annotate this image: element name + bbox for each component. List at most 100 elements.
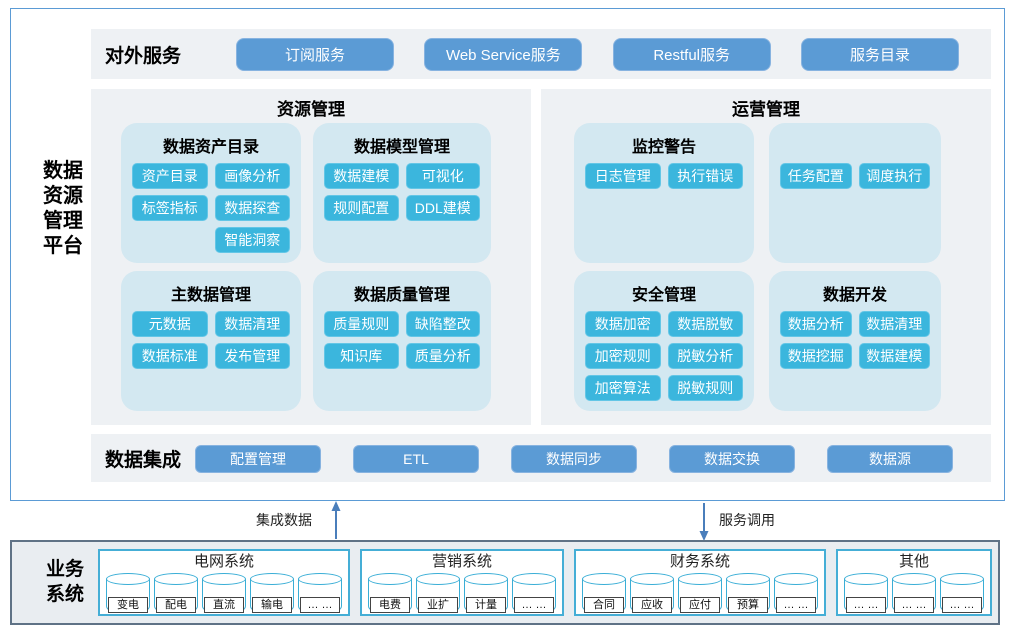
platform-title-line: 数据 bbox=[43, 160, 83, 182]
external-services-label: 对外服务 bbox=[105, 45, 182, 67]
system-box: 营销系统 电费 bbox=[360, 549, 564, 616]
operation-management-groups: 监控警告 日志管理执行错误 任务配置调度执行 安全管理 bbox=[574, 123, 941, 411]
service-chip: 服务目录 bbox=[800, 38, 959, 71]
database-label: … … bbox=[846, 597, 886, 613]
integrate-data-label: 集成数据 bbox=[256, 512, 312, 528]
database-icon: 输电 bbox=[250, 573, 294, 615]
module-chip-grid: 元数据数据清理数据标准发布管理 bbox=[121, 311, 301, 369]
module-chip: 缺陷整改 bbox=[405, 311, 480, 337]
database-row: 合同 应收 应付 bbox=[582, 573, 818, 615]
module-group: 主数据管理 元数据数据清理数据标准发布管理 bbox=[121, 271, 301, 411]
module-group-title: 主数据管理 bbox=[170, 287, 251, 304]
database-icon: 应收 bbox=[630, 573, 674, 615]
database-icon-top bbox=[154, 573, 198, 585]
resource-management-title: 资源管理 bbox=[277, 100, 345, 119]
module-group-title: 数据模型管理 bbox=[353, 139, 450, 156]
database-label: 变电 bbox=[108, 597, 148, 613]
module-chip: 数据清理 bbox=[214, 311, 290, 337]
module-chip-grid: 数据分析数据清理数据挖掘数据建模 bbox=[769, 311, 941, 369]
module-group-title: 数据开发 bbox=[822, 287, 887, 304]
platform-title-line: 管理 bbox=[43, 210, 83, 232]
database-icon-top bbox=[464, 573, 508, 585]
database-icon: 配电 bbox=[154, 573, 198, 615]
external-service-chip-row: 订阅服务 Web Service服务 Restful服务服务目录 bbox=[236, 38, 959, 71]
database-icon-top bbox=[298, 573, 342, 585]
data-integration-chip-row: 配置管理 ETL 数据同步 数据交换 数据源 bbox=[195, 445, 953, 473]
module-chip: 规则配置 bbox=[324, 195, 399, 221]
module-chip: 质量规则 bbox=[324, 311, 399, 337]
database-label: 业扩 bbox=[418, 597, 458, 613]
database-label: 应付 bbox=[680, 597, 720, 613]
database-icon-top bbox=[202, 573, 246, 585]
service-call-label: 服务调用 bbox=[719, 512, 775, 528]
module-chip: 数据建模 bbox=[324, 163, 399, 189]
database-label: 直流 bbox=[204, 597, 244, 613]
module-chip: 画像分析 bbox=[214, 163, 290, 189]
module-chip: DDL建模 bbox=[405, 195, 480, 221]
module-group-title: 安全管理 bbox=[631, 287, 696, 304]
module-chip-grid: 资产目录画像分析标签指标数据探查智能洞察 bbox=[121, 163, 301, 253]
database-icon: 计量 bbox=[464, 573, 508, 615]
database-row: 变电 配电 直流 bbox=[106, 573, 342, 615]
database-icon-top bbox=[582, 573, 626, 585]
integration-chip: 数据源 bbox=[827, 445, 953, 473]
database-icon-top bbox=[630, 573, 674, 585]
database-row: 电费 业扩 计量 bbox=[368, 573, 556, 615]
module-chip: 数据挖掘 bbox=[780, 343, 852, 369]
module-chip: 日志管理 bbox=[585, 163, 661, 189]
module-chip-grid: 数据加密数据脱敏加密规则脱敏分析加密算法脱敏规则 bbox=[574, 311, 754, 401]
down-arrow-icon bbox=[699, 503, 709, 541]
database-icon-top bbox=[106, 573, 150, 585]
database-label: … … bbox=[942, 597, 982, 613]
up-arrow-icon bbox=[331, 501, 341, 539]
integration-chip: 数据交换 bbox=[669, 445, 795, 473]
system-box: 财务系统 合同 bbox=[574, 549, 826, 616]
database-icon: … … bbox=[940, 573, 984, 615]
database-label: … … bbox=[514, 597, 554, 613]
system-box: 其他 … … bbox=[836, 549, 992, 616]
resource-management-panel: 资源管理 数据资产目录 资产目录画像分析标签指标数据探查智能洞察 数据模型管理 bbox=[91, 89, 531, 425]
service-chip: Web Service服务 bbox=[424, 38, 583, 71]
module-chip: 可视化 bbox=[405, 163, 480, 189]
module-chip: 数据探查 bbox=[214, 195, 290, 221]
module-chip: 加密规则 bbox=[585, 343, 661, 369]
database-icon: 应付 bbox=[678, 573, 722, 615]
database-icon-top bbox=[774, 573, 818, 585]
platform-title-line: 平台 bbox=[43, 235, 83, 257]
database-icon: … … bbox=[892, 573, 936, 615]
module-chip: 调度执行 bbox=[858, 163, 930, 189]
business-systems-label-line: 系统 bbox=[45, 584, 84, 605]
database-icon-top bbox=[940, 573, 984, 585]
database-label: 配电 bbox=[156, 597, 196, 613]
database-icon-top bbox=[844, 573, 888, 585]
database-icon-top bbox=[892, 573, 936, 585]
database-icon-top bbox=[678, 573, 722, 585]
business-systems-section: 业务系统 电网系统 变电 bbox=[10, 540, 1000, 625]
integration-chip: ETL bbox=[353, 445, 479, 473]
system-title: 电网系统 bbox=[193, 553, 254, 570]
operation-management-title: 运营管理 bbox=[732, 100, 800, 119]
database-icon-top bbox=[368, 573, 412, 585]
service-chip: 订阅服务 bbox=[236, 38, 394, 71]
system-box-row: 电网系统 变电 bbox=[98, 549, 992, 616]
platform-title-line: 资源 bbox=[43, 185, 83, 207]
integration-chip: 配置管理 bbox=[195, 445, 321, 473]
module-chip: 知识库 bbox=[324, 343, 399, 369]
module-chip: 标签指标 bbox=[132, 195, 208, 221]
resource-management-groups: 数据资产目录 资产目录画像分析标签指标数据探查智能洞察 数据模型管理 数据建模可… bbox=[121, 123, 491, 411]
module-group: 数据质量管理 质量规则缺陷整改知识库质量分析 bbox=[313, 271, 491, 411]
database-label: 计量 bbox=[466, 597, 506, 613]
database-icon: 直流 bbox=[202, 573, 246, 615]
module-chip: 执行错误 bbox=[667, 163, 743, 189]
integration-chip: 数据同步 bbox=[511, 445, 637, 473]
module-group-title: 数据资产目录 bbox=[162, 139, 259, 156]
business-systems-label: 业务系统 bbox=[28, 557, 102, 607]
module-chip: 脱敏规则 bbox=[667, 375, 743, 401]
module-chip: 任务配置 bbox=[780, 163, 852, 189]
module-chip: 质量分析 bbox=[405, 343, 480, 369]
service-chip: Restful服务 bbox=[612, 38, 771, 71]
